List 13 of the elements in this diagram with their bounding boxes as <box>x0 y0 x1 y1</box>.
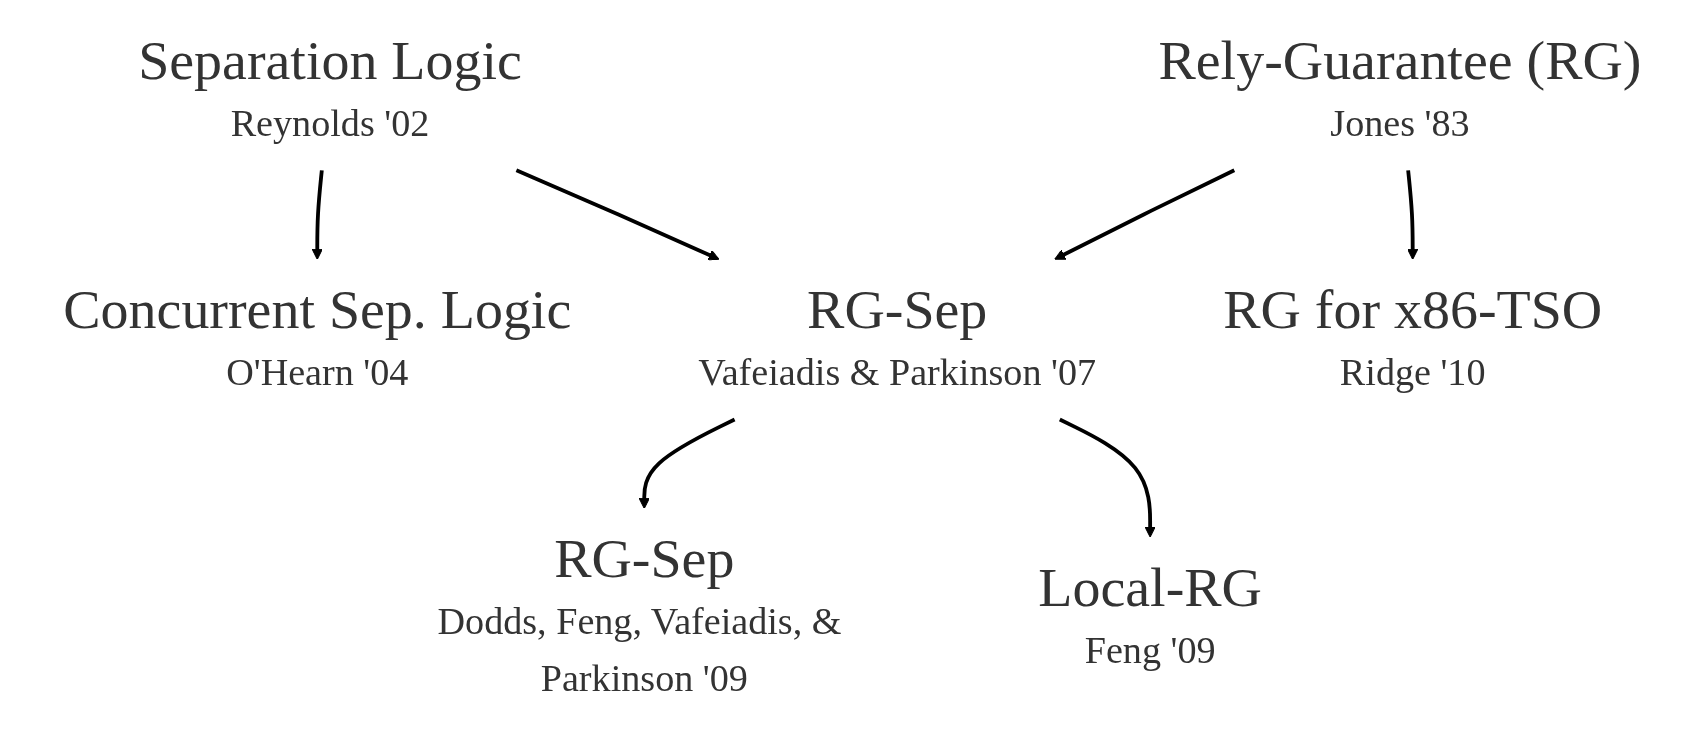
arrow <box>1053 168 1235 260</box>
node-text: Concurrent Sep. Logic O'Hearn '04 <box>62 278 571 393</box>
arrow <box>1058 417 1156 538</box>
node-text: RG for x86-TSO Ridge '10 <box>1222 278 1602 393</box>
arrow <box>638 417 736 509</box>
arrow <box>515 168 720 261</box>
node-text: RG-Sep Vafeiadis & Parkinson '07 <box>697 278 1096 393</box>
node-text: RG-Sep Dodds, Feng, Vafeiadis, & Parkinson '09 <box>437 527 842 700</box>
node-text: Rely-Guarantee (RG) Jones '83 <box>1158 29 1642 144</box>
arrow <box>311 170 324 260</box>
node-text: Local-RG Feng '09 <box>1037 556 1262 671</box>
arrow <box>1405 170 1418 260</box>
node-text: Separation Logic Reynolds '02 <box>137 29 522 144</box>
